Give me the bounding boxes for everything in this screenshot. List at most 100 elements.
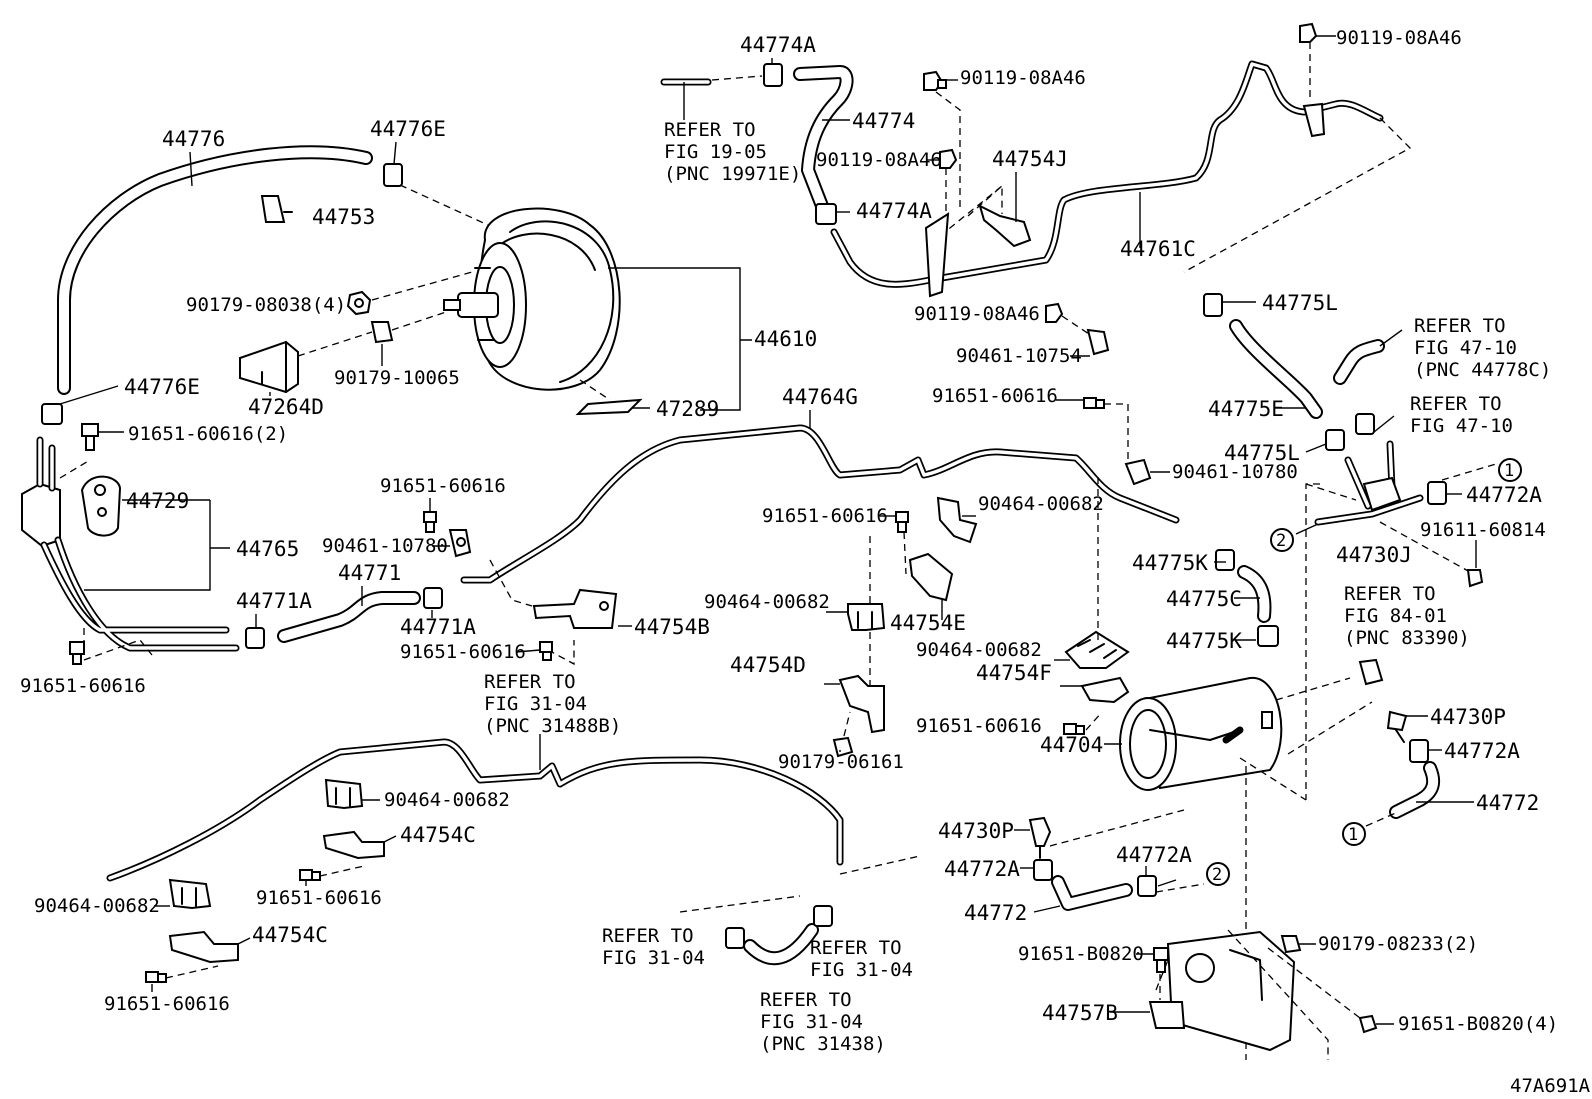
label-90461-10754: 90461-10754 (956, 345, 1082, 367)
refer-fig-84-01: REFER TO FIG 84-01 (PNC 83390) (1344, 583, 1470, 649)
bolt-91651-60616-lower (299, 869, 321, 881)
clip-44775K-top (1215, 549, 1235, 571)
washer-90179-10065 (370, 321, 394, 344)
bolt-91651-B0820 (1153, 947, 1169, 973)
nut-90179-08038 (346, 290, 372, 316)
label-44775E: 44775E (1208, 397, 1284, 421)
part-labels: 44776 44776E 44753 90179-08038(4) 90179-… (20, 27, 1591, 1097)
bolt-91651-60616-center (895, 511, 909, 533)
label-90461-10780-left: 90461-10780 (322, 535, 448, 557)
dash-bracket (297, 331, 373, 357)
refer-19-05-line3: (PNC 19971E) (664, 163, 801, 185)
circle-marker-1-top: 1 (1498, 458, 1522, 482)
refer-47-10-pnc-line3: (PNC 44778C) (1414, 359, 1551, 381)
label-44772-right: 44772 (1476, 791, 1539, 815)
clip-44774A-bottom (815, 203, 837, 225)
label-90179-08233-2: 90179-08233(2) (1318, 933, 1478, 955)
label-44772A-lower-right: 44772A (1116, 843, 1192, 867)
bolt-91611-60814 (1466, 569, 1484, 588)
label-91651-60616-center: 91651-60616 (762, 505, 888, 527)
bracket-44754J (978, 204, 1032, 248)
label-44772A-top-right: 44772A (1466, 483, 1542, 507)
refer-fig-31-04-left: REFER TO FIG 31-04 (602, 925, 705, 969)
label-47289: 47289 (656, 397, 719, 421)
label-44775K-bottom: 44775K (1166, 629, 1242, 653)
label-90179-08038: 90179-08038(4) (186, 294, 346, 316)
clamp-90464-00682-lower (324, 778, 364, 810)
label-91651-60616-upper-right: 91651-60616 (932, 385, 1058, 407)
refer-47-10-line1: REFER TO (1410, 393, 1502, 415)
label-90464-00682-lower: 90464-00682 (384, 789, 510, 811)
label-44774A-bottom: 44774A (856, 199, 932, 223)
label-44774: 44774 (852, 109, 915, 133)
refer-84-01-line3: (PNC 83390) (1344, 627, 1470, 649)
refer-31-04-right-line2: FIG 31-04 (810, 959, 913, 981)
label-90464-00682-top: 90464-00682 (978, 493, 1104, 515)
hose-44776 (57, 145, 373, 395)
bracket-top-right (1302, 102, 1326, 138)
label-44775L-top: 44775L (1262, 291, 1338, 315)
label-44753: 44753 (312, 205, 375, 229)
clip-44771A-left (245, 627, 265, 649)
label-44757B: 44757B (1042, 1001, 1118, 1025)
label-44754E: 44754E (890, 611, 966, 635)
label-90119-08A46-lower: 90119-08A46 (914, 303, 1040, 325)
nut-90179-06161 (832, 736, 854, 758)
circle-1-bottom-text: 1 (1348, 825, 1358, 845)
circle-2-bottom-text: 2 (1212, 865, 1222, 885)
label-44754C-lower: 44754C (252, 923, 328, 947)
refer-84-01-line1: REFER TO (1344, 583, 1436, 605)
refer-fig-47-10-pnc: REFER TO FIG 47-10 (PNC 44778C) (1414, 315, 1551, 381)
bracket-44754C-lower (168, 930, 239, 964)
refer-31-04-left-line1: REFER TO (602, 925, 694, 947)
label-44730P-right: 44730P (1430, 705, 1506, 729)
clip-44776E-left (41, 403, 63, 425)
clip-44771A-right (423, 587, 443, 609)
refer-31438-line2: FIG 31-04 (760, 1011, 863, 1033)
label-90119-08A46-mid: 90119-08A46 (816, 149, 942, 171)
refer-fig-47-10: REFER TO FIG 47-10 (1410, 393, 1513, 437)
label-44729: 44729 (126, 489, 189, 513)
valve-44730P-lower (1028, 816, 1052, 859)
clamp-90464-00682-top (936, 496, 978, 544)
clamp-90464-00682-bottom (168, 878, 212, 910)
bolt-91651-60616-right (1063, 723, 1085, 735)
clamp-90464-00682-mid (847, 603, 886, 631)
gasket-47289 (575, 398, 643, 416)
bolt-91651-bottom-left (69, 641, 85, 665)
refer-31-04-left-line2: FIG 31-04 (602, 947, 705, 969)
dash-47289 (579, 379, 611, 401)
bracket-mid (924, 212, 950, 298)
label-44610: 44610 (754, 327, 817, 351)
refer-notes: REFER TO FIG 19-05 (PNC 19971E) REFER TO… (484, 119, 1551, 1055)
valve-assembly-44765 (21, 436, 61, 548)
circle-marker-1-bottom: 1 (1342, 822, 1366, 846)
label-44775C: 44775C (1166, 587, 1242, 611)
seal-refer-84-01 (1358, 658, 1384, 686)
label-91651-B0820: 91651-B0820 (1018, 943, 1144, 965)
dash-nut (371, 271, 473, 301)
label-44775K-top: 44775K (1132, 551, 1208, 575)
clip-44774A-top (763, 63, 783, 87)
label-44704: 44704 (1040, 733, 1103, 757)
label-91651-60616-below: 91651-60616 (400, 641, 526, 663)
label-90119-08A46-top: 90119-08A46 (960, 67, 1086, 89)
label-90464-00682-bottom: 90464-00682 (34, 895, 160, 917)
label-91651-B0820-4: 91651-B0820(4) (1398, 1013, 1558, 1035)
label-44765: 44765 (236, 537, 299, 561)
label-44754D: 44754D (730, 653, 806, 677)
label-44754F: 44754F (976, 661, 1052, 685)
circle-marker-2-right: 2 (1270, 528, 1294, 552)
bolt-91651-60616-mid (423, 511, 437, 533)
refer-31488B-line3: (PNC 31488B) (484, 715, 621, 737)
dash-washer (391, 311, 447, 331)
label-44764G: 44764G (782, 385, 858, 409)
bracket-44757B (1148, 930, 1296, 1052)
label-47264D: 47264D (248, 395, 324, 419)
clamp-90461-10780-left (448, 529, 472, 558)
bolt-91651-below-bracket (539, 641, 553, 661)
refer-19-05-line1: REFER TO (664, 119, 756, 141)
bracket-44754E (908, 552, 954, 602)
bolt-91651-B0820-4 (1358, 1014, 1378, 1034)
label-44730P-lower: 44730P (938, 819, 1014, 843)
